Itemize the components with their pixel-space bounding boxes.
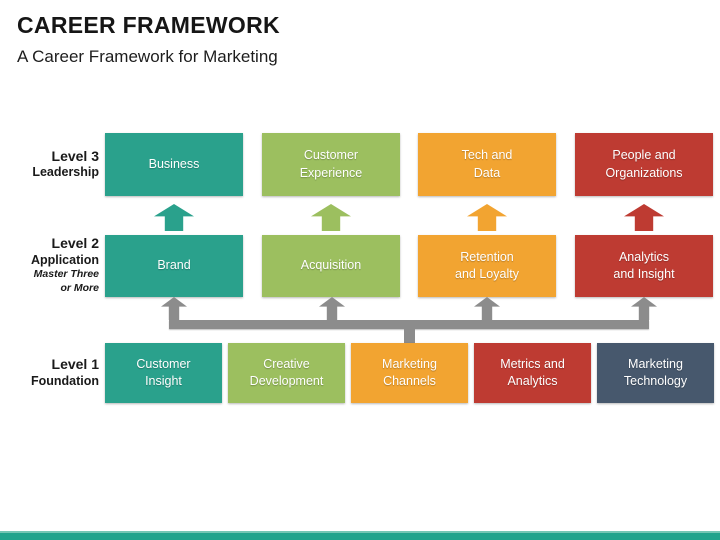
level2-note: Master Three or More xyxy=(33,268,99,294)
connector-up-arrow-icon-4 xyxy=(631,297,657,320)
connector-up-arrow-icon-1 xyxy=(161,297,187,320)
level1-box-metrics-and-analytics: Metrics and Analytics xyxy=(474,343,591,403)
level1-box-customer-insight: Customer Insight xyxy=(105,343,222,403)
up-arrow-icon-red xyxy=(624,204,664,231)
level3-box-business: Business xyxy=(105,133,243,196)
level3-box-customer-experience: Customer Experience xyxy=(262,133,400,196)
connector-up-arrow-icon-3 xyxy=(474,297,500,320)
level1-box-marketing-technology: Marketing Technology xyxy=(597,343,714,403)
level2-name: Level 2 xyxy=(51,235,99,252)
connector-down-stem xyxy=(404,328,415,344)
level2-box-retention-and-loyalty: Retention and Loyalty xyxy=(418,235,556,297)
up-arrow-icon-teal xyxy=(154,204,194,231)
up-arrow-icon-green xyxy=(311,204,351,231)
level2-label: Level 2 Application Master Three or More xyxy=(0,231,99,299)
level2-box-brand: Brand xyxy=(105,235,243,297)
level1-box-creative-development: Creative Development xyxy=(228,343,345,403)
level3-box-tech-and-data: Tech and Data xyxy=(418,133,556,196)
level3-name: Level 3 xyxy=(51,147,99,164)
level3-descriptor: Leadership xyxy=(32,165,99,180)
level1-label: Level 1 Foundation xyxy=(0,343,99,403)
up-arrow-icon-orange xyxy=(467,204,507,231)
level1-name: Level 1 xyxy=(51,356,99,373)
connector-up-arrow-icon-2 xyxy=(319,297,345,320)
bottom-accent-bar xyxy=(0,531,720,540)
level2-descriptor: Application xyxy=(30,252,99,267)
level1-box-marketing-channels: Marketing Channels xyxy=(351,343,468,403)
level1-descriptor: Foundation xyxy=(30,373,99,388)
page-subtitle: A Career Framework for Marketing xyxy=(17,47,278,66)
page-title: CAREER FRAMEWORK xyxy=(17,12,280,38)
level2-box-analytics-and-insight: Analytics and Insight xyxy=(575,235,713,297)
level3-label: Level 3 Leadership xyxy=(0,133,99,196)
connector-horizontal-bar xyxy=(169,320,649,329)
level2-box-acquisition: Acquisition xyxy=(262,235,400,297)
level3-box-people-and-organizations: People and Organizations xyxy=(575,133,713,196)
